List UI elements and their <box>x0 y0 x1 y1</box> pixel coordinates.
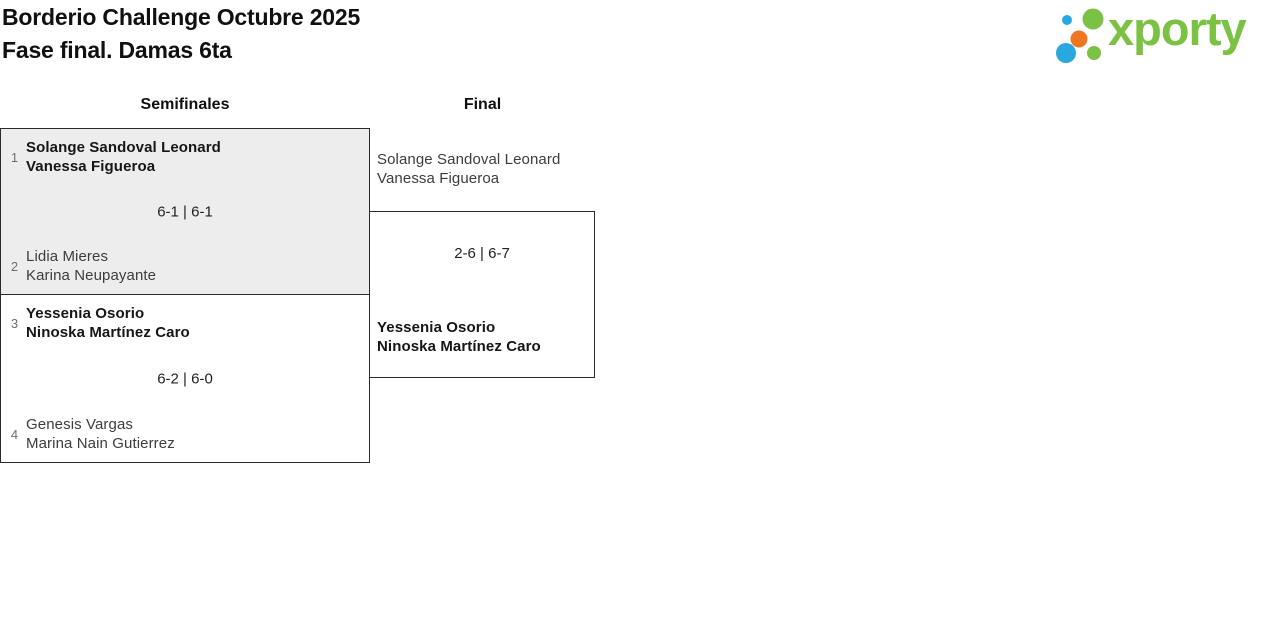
semifinal-match-1: 1 Solange Sandoval Leonard Vanessa Figue… <box>0 128 370 295</box>
match1-seed-top: 1 <box>10 149 19 165</box>
match2-players-bottom: Genesis Vargas Marina Nain Gutierrez <box>26 416 175 452</box>
final-team-bottom: Yessenia Osorio Ninoska Martínez Caro <box>377 319 541 355</box>
match1-players-bottom: Lidia Mieres Karina Neupayante <box>26 248 157 284</box>
semifinal-match-2: 3 Yessenia Osorio Ninoska Martínez Caro … <box>0 294 370 463</box>
page-title-block: Borderio Challenge Octubre 2025 Fase fin… <box>2 1 360 67</box>
match2-score: 6-2 | 6-0 <box>157 370 213 387</box>
xporty-logo-wordmark: xporty <box>1108 2 1247 55</box>
match2-team-bottom: 4 Genesis Vargas Marina Nain Gutierrez <box>7 415 361 453</box>
xporty-logo[interactable]: xporty <box>1050 0 1280 70</box>
match2-team-top: 3 Yessenia Osorio Ninoska Martínez Caro <box>7 304 361 342</box>
final-score: 2-6 | 6-7 <box>454 245 510 262</box>
bracket-subtitle: Fase final. Damas 6ta <box>2 37 232 63</box>
match1-team-bottom: 2 Lidia Mieres Karina Neupayante <box>7 247 361 285</box>
round-header-semifinales: Semifinales <box>140 96 230 113</box>
match1-players-top: Solange Sandoval Leonard Vanessa Figuero… <box>26 139 221 175</box>
match2-players-top: Yessenia Osorio Ninoska Martínez Caro <box>26 305 190 341</box>
match1-score: 6-1 | 6-1 <box>157 203 213 220</box>
final-team-top: Solange Sandoval Leonard Vanessa Figuero… <box>377 151 561 187</box>
final-match-box <box>369 211 595 378</box>
match2-seed-bottom: 4 <box>10 426 19 442</box>
match1-seed-bottom: 2 <box>10 258 19 274</box>
round-header-final: Final <box>463 96 502 113</box>
xporty-logo-dots-icon <box>1056 8 1104 63</box>
match1-team-top: 1 Solange Sandoval Leonard Vanessa Figue… <box>7 138 361 176</box>
match2-seed-top: 3 <box>10 315 19 331</box>
tournament-title: Borderio Challenge Octubre 2025 <box>2 4 361 30</box>
